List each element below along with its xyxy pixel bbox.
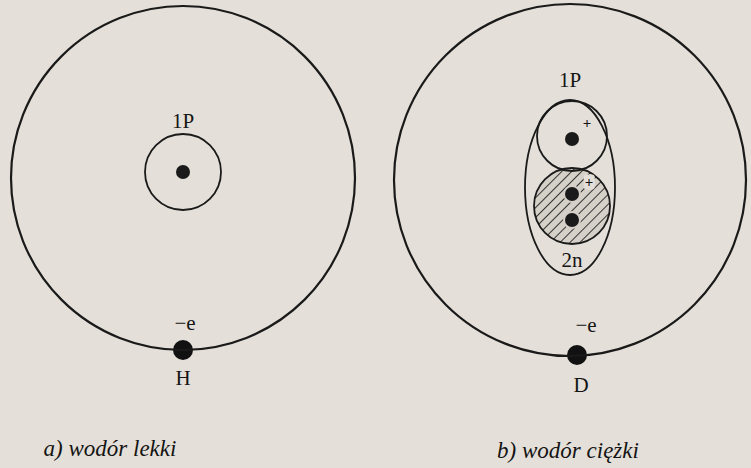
circle-outline: [537, 101, 607, 171]
particle-dot: [565, 187, 579, 201]
ellipse-outline: [525, 100, 615, 275]
dot-ring: [563, 185, 581, 203]
charge-sign: +: [582, 116, 593, 131]
particle-label: 1P: [559, 70, 581, 91]
atom-shell: 1P−eH: [11, 6, 355, 350]
caption-label: a) wodór lekki: [44, 437, 177, 460]
node-outline: [394, 4, 746, 356]
caption-label: b) wodór ciężki: [497, 439, 639, 462]
node-outline: [145, 134, 221, 210]
electron-label: −e: [174, 313, 195, 334]
node-outline: [11, 6, 355, 350]
circle-outline: [11, 6, 355, 350]
particle-dot: [565, 213, 579, 227]
dot-ring: [563, 211, 581, 229]
nucleus-circle: 1P: [145, 134, 221, 210]
proton-circle: +: [537, 101, 607, 171]
node-outline: [534, 168, 610, 244]
charge-sign: +: [584, 175, 595, 190]
element-symbol: D: [573, 375, 588, 396]
atom-shell: ++1P2n−eD: [394, 4, 746, 356]
node-outline: [537, 101, 607, 171]
particle-label: 1P: [172, 111, 194, 132]
nucleus-oval: ++1P2n: [525, 100, 615, 275]
neutron-circle: +: [534, 168, 610, 244]
proton-dot: [176, 165, 190, 179]
particle-label: 2n: [562, 250, 583, 271]
circle-outline: [534, 168, 610, 244]
proton-dot: [565, 132, 579, 146]
circle-outline: [145, 134, 221, 210]
element-symbol: H: [175, 368, 190, 389]
neutron-hatch: [534, 168, 610, 244]
electron-label: −e: [575, 315, 596, 336]
circle-outline: [394, 4, 746, 356]
